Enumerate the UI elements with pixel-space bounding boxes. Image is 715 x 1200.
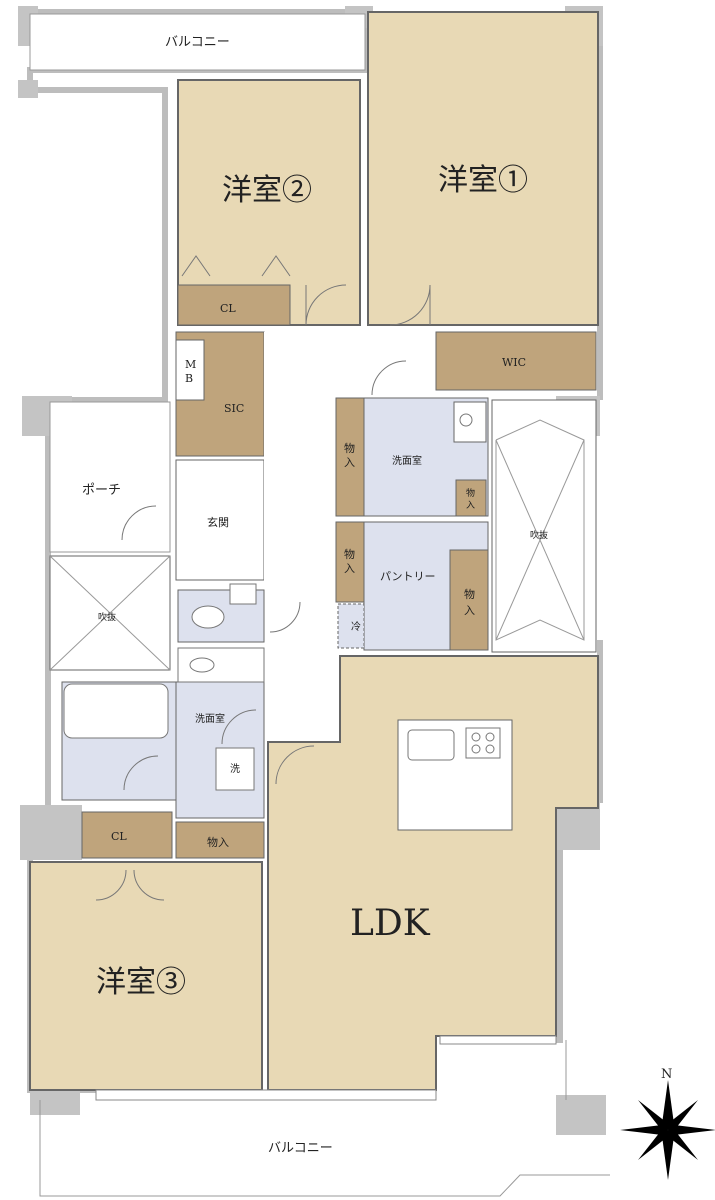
label-room1: 洋室① <box>438 163 528 198</box>
label-storage-wash-left-2: 入 <box>344 456 355 469</box>
door-swings <box>95 255 431 901</box>
label-washroom-upper: 洗面室 <box>392 454 422 467</box>
storage-wash-left[interactable] <box>335 397 365 517</box>
label-washroom-lower: 洗面室 <box>195 712 225 725</box>
wic[interactable] <box>435 331 597 391</box>
porch[interactable] <box>49 401 171 553</box>
closet-room2[interactable] <box>177 284 291 326</box>
label-storage-pantry-right-2: 入 <box>464 604 475 617</box>
fridge-space <box>337 603 365 649</box>
label-storage-lower: 物入 <box>207 835 229 849</box>
balcony-bottom <box>39 1040 610 1197</box>
label-storage-wash-right-2: 入 <box>466 500 475 511</box>
room-bedroom-1[interactable] <box>367 11 599 326</box>
room-ldk[interactable] <box>267 655 599 1091</box>
label-ldk: LDK <box>350 903 431 944</box>
hallway <box>264 332 332 742</box>
label-cl-room2: CL <box>220 302 236 315</box>
label-void-right: 吹抜 <box>530 529 548 541</box>
storage-pantry-right[interactable] <box>449 549 489 651</box>
label-washer: 洗 <box>230 763 240 775</box>
closet-room3[interactable] <box>81 811 173 859</box>
label-room2: 洋室② <box>222 173 312 208</box>
balcony-top <box>29 13 366 71</box>
label-porch: ポーチ <box>82 483 121 498</box>
storage-wash-right[interactable] <box>455 479 487 517</box>
compass-icon <box>620 1080 715 1180</box>
bathtub <box>63 683 169 739</box>
label-sic: SIC <box>224 402 244 415</box>
washer-pan <box>215 747 255 791</box>
storage-lower[interactable] <box>175 821 265 859</box>
label-storage-pantry-right-1: 物 <box>464 587 475 601</box>
room-bedroom-3[interactable] <box>29 861 263 1091</box>
label-storage-wash-left-1: 物 <box>344 441 355 455</box>
stove <box>465 727 501 759</box>
label-cl-room3: CL <box>111 830 127 843</box>
label-wic: WIC <box>502 356 526 369</box>
sink-upper <box>453 401 487 443</box>
label-room3: 洋室③ <box>96 965 186 1000</box>
label-storage-wash-right-1: 物 <box>466 487 475 499</box>
label-fridge: 冷 <box>351 620 361 633</box>
mb-box <box>175 339 205 401</box>
label-balcony-bottom: バルコニー <box>268 1141 333 1156</box>
label-mb-m: M <box>185 358 196 371</box>
storage-pantry-left[interactable] <box>335 521 365 603</box>
vanity-lower <box>177 647 265 683</box>
label-pantry: パントリー <box>380 570 436 583</box>
label-north: N <box>661 1067 672 1082</box>
label-mb-b: B <box>185 372 193 385</box>
label-storage-pantry-left-2: 入 <box>344 562 355 575</box>
room-bedroom-2[interactable] <box>177 79 361 326</box>
label-genkan: 玄関 <box>207 515 229 529</box>
label-void-left: 吹抜 <box>98 611 116 623</box>
label-balcony-top: バルコニー <box>165 35 230 50</box>
label-storage-pantry-left-1: 物 <box>344 547 355 561</box>
